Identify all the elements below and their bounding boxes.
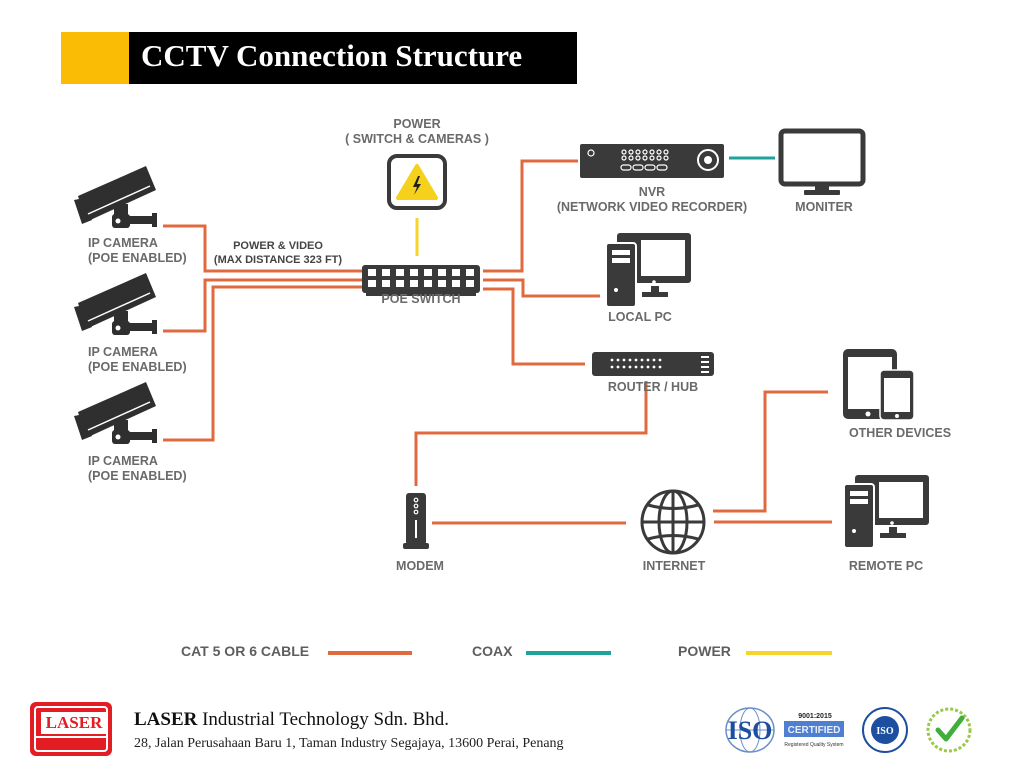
other-devices-label: OTHER DEVICES bbox=[848, 426, 952, 440]
router-label: ROUTER / HUB bbox=[607, 380, 699, 394]
legend-label-cat: CAT 5 OR 6 CABLE bbox=[181, 643, 310, 659]
cable-camera-2 bbox=[163, 278, 362, 333]
page-title: CCTV Connection Structure bbox=[141, 38, 523, 73]
title-bar: CCTV Connection Structure bbox=[61, 32, 577, 84]
quality-approved-seal bbox=[926, 707, 972, 753]
legend-label-power: POWER bbox=[678, 643, 731, 659]
cctv-camera-icon bbox=[74, 273, 157, 335]
cctv-camera-icon bbox=[74, 166, 157, 228]
cable-switch-router bbox=[483, 287, 585, 366]
network-switch-icon bbox=[362, 265, 480, 296]
nvr-icon bbox=[580, 144, 724, 178]
cable-router-modem bbox=[414, 381, 648, 486]
company-address: 28, Jalan Perusahaan Baru 1, Taman Indus… bbox=[134, 736, 564, 751]
registered-text: Registered Quality System bbox=[784, 742, 843, 748]
certified-text: CERTIFIED bbox=[788, 725, 841, 736]
company-name: LASER Industrial Technology Sdn. Bhd. bbox=[134, 709, 449, 730]
monitor-icon bbox=[778, 128, 866, 195]
desktop-pc-icon bbox=[605, 233, 691, 308]
camera-label-2: IP CAMERA (POE ENABLED) bbox=[88, 345, 187, 374]
camera-label-1: IP CAMERA (POE ENABLED) bbox=[88, 236, 187, 265]
title-accent bbox=[61, 32, 129, 84]
iso-company-seal: ISO bbox=[862, 707, 908, 753]
modem-icon bbox=[403, 493, 429, 549]
seal-iso-text: ISO bbox=[876, 726, 893, 737]
iso-9001-certified-badge: ISO 9001:2015 CERTIFIED Registered Quali… bbox=[725, 707, 844, 753]
cctv-camera-icon bbox=[74, 382, 157, 444]
modem-label: MODEM bbox=[396, 559, 444, 573]
legend-label-coax: COAX bbox=[472, 643, 513, 659]
power-label: POWER ( SWITCH & CAMERAS ) bbox=[345, 117, 489, 146]
cable-camera-1 bbox=[163, 224, 362, 273]
tablet-phone-icon bbox=[843, 349, 915, 421]
cable-switch-nvr bbox=[483, 159, 578, 273]
cable-camera-3 bbox=[163, 285, 362, 442]
router-icon bbox=[592, 352, 714, 376]
globe-icon bbox=[640, 489, 706, 555]
cat-cables bbox=[163, 159, 832, 525]
iso-standard: 9001:2015 bbox=[798, 713, 832, 720]
legend-swatch-cat bbox=[328, 651, 412, 655]
remote-pc-label: REMOTE PC bbox=[848, 559, 924, 573]
cable-note: POWER & VIDEO (MAX DISTANCE 323 FT) bbox=[213, 240, 343, 266]
nvr-label: NVR (NETWORK VIDEO RECORDER) bbox=[556, 185, 748, 214]
lightning-warning-icon bbox=[387, 154, 447, 210]
cable-internet-other bbox=[713, 390, 828, 513]
laser-logo: LASER bbox=[30, 702, 112, 756]
desktop-pc-icon bbox=[843, 475, 929, 549]
check-icon bbox=[935, 715, 965, 742]
internet-label: INTERNET bbox=[642, 559, 706, 573]
local-pc-label: LOCAL PC bbox=[608, 310, 672, 324]
monitor-label: MONITER bbox=[795, 200, 853, 214]
legend-swatch-coax bbox=[526, 651, 611, 655]
camera-label-3: IP CAMERA (POE ENABLED) bbox=[88, 454, 187, 483]
poe-switch-label: POE SWITCH bbox=[381, 292, 461, 306]
legend-swatch-power bbox=[746, 651, 832, 655]
cable-switch-localpc bbox=[483, 278, 600, 298]
iso-text: ISO bbox=[728, 716, 773, 745]
